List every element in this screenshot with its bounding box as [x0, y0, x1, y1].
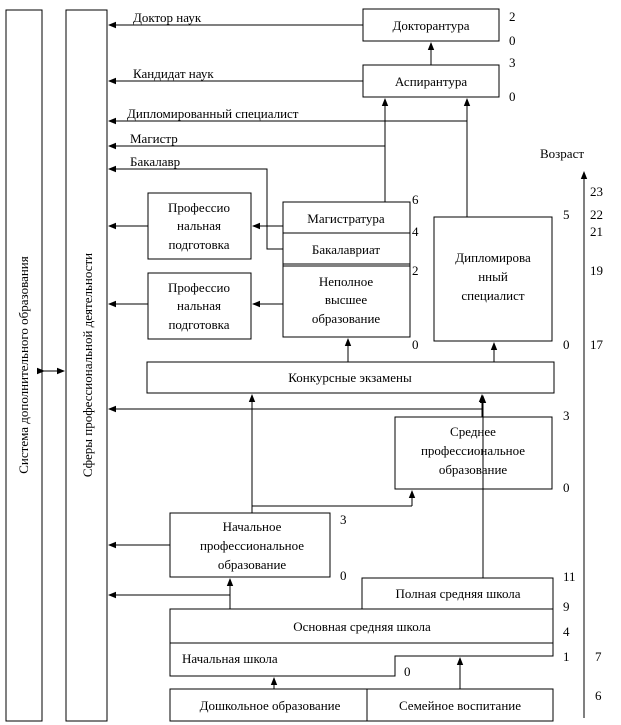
family-upbringing-label: Семейное воспитание — [399, 698, 521, 713]
age-tick-6: 6 — [595, 688, 602, 703]
year-mark-school-1: 1 — [563, 649, 570, 664]
year-mark-specialist-start: 0 — [563, 337, 570, 352]
doctor-degree-label: Доктор наук — [133, 10, 202, 25]
primary-vocational-line1: Начальное — [223, 519, 282, 534]
prof-training-2-line1: Професcио — [168, 280, 230, 295]
age-tick-22: 22 — [590, 207, 603, 222]
masters-program-label: Магистратура — [307, 211, 385, 226]
prof-training-1-line3: подготовка — [168, 237, 229, 252]
year-mark-primary-voc-end: 3 — [340, 512, 347, 527]
bachelor-degree-arrow — [108, 165, 283, 250]
year-mark-incomplete-end: 2 — [412, 263, 419, 278]
age-tick-19: 19 — [590, 263, 603, 278]
additional-education-sidebar — [5, 9, 43, 722]
year-mark-bachelors-end: 4 — [412, 224, 419, 239]
basic-secondary-label: Основная средняя школа — [293, 619, 431, 634]
year-mark-school-11: 11 — [563, 569, 576, 584]
prof-training-2-line2: нальная — [177, 298, 221, 313]
professional-spheres-sidebar — [65, 9, 108, 722]
additional-education-label: Система дополнительного образования — [16, 256, 31, 473]
age-tick-17: 17 — [590, 337, 604, 352]
year-mark-school-9: 9 — [563, 599, 570, 614]
professional-spheres-label: Сферы профессиональной деятельности — [80, 253, 95, 477]
prof-training-box-1 — [147, 192, 252, 260]
incomplete-higher-line2: высшее — [325, 292, 367, 307]
secondary-vocational-line1: Среднее — [450, 424, 496, 439]
specialist-degree-label: Дипломированный специалист — [127, 106, 299, 121]
secondary-vocational-line3: образование — [439, 462, 508, 477]
certified-specialist-line1: Дипломирова — [455, 250, 531, 265]
secondary-vocational-line2: профессиональное — [421, 443, 525, 458]
incomplete-higher-line1: Неполное — [319, 274, 374, 289]
postgraduate-label: Аспирантура — [395, 74, 467, 89]
certified-specialist-line3: специалист — [461, 288, 525, 303]
prof-training-1-line2: нальная — [177, 218, 221, 233]
year-mark-postgrad-end: 3 — [509, 55, 516, 70]
prof-training-2-line3: подготовка — [168, 317, 229, 332]
year-mark-higher-start: 0 — [412, 337, 419, 352]
master-degree-label: Магистр — [130, 131, 178, 146]
certified-specialist-line2: нный — [478, 269, 508, 284]
age-tick-21: 21 — [590, 224, 603, 239]
year-mark-school-0: 0 — [404, 664, 411, 679]
year-mark-doctorate-start: 0 — [509, 33, 516, 48]
preschool-box — [169, 688, 368, 722]
candidate-degree-label: Кандидат наук — [133, 66, 214, 81]
family-upbringing-box — [366, 688, 554, 722]
year-mark-primary-voc-start: 0 — [340, 568, 347, 583]
year-mark-doctorate-end: 2 — [509, 9, 516, 24]
year-mark-masters-end: 6 — [412, 192, 419, 207]
secondary-vocational-box — [394, 416, 553, 490]
primary-vocational-box — [169, 512, 331, 578]
age-tick-7: 7 — [595, 649, 602, 664]
competitive-exams-box — [146, 361, 555, 394]
competitive-exams-label: Конкурсные экзамены — [288, 370, 412, 385]
year-mark-specialist-end: 5 — [563, 207, 570, 222]
prof-training-1-line1: Професcио — [168, 200, 230, 215]
year-mark-postgrad-start: 0 — [509, 89, 516, 104]
doctorate-box — [362, 8, 500, 42]
year-mark-school-4: 4 — [563, 624, 570, 639]
certified-specialist-box — [433, 216, 553, 342]
bachelor-degree-label: Бакалавр — [130, 154, 180, 169]
preschool-label: Дошкольное образование — [200, 698, 341, 713]
bachelors-program-label: Бакалавриат — [312, 242, 381, 257]
complete-secondary-box — [361, 577, 554, 610]
primary-vocational-line2: профессиональное — [200, 538, 304, 553]
incomplete-higher-line3: образование — [312, 311, 381, 326]
complete-secondary-label: Полная средняя школа — [395, 586, 520, 601]
age-axis-label: Возраст — [540, 146, 584, 161]
age-tick-23: 23 — [590, 184, 603, 199]
year-mark-secondary-voc-start: 0 — [563, 480, 570, 495]
primary-school-label: Начальная школа — [182, 651, 278, 666]
higher-education-stack — [282, 201, 411, 338]
doctorate-label: Докторантура — [392, 18, 469, 33]
year-mark-secondary-voc-end: 3 — [563, 408, 570, 423]
prof-training-box-2 — [147, 272, 252, 340]
primary-vocational-line3: образование — [218, 557, 287, 572]
